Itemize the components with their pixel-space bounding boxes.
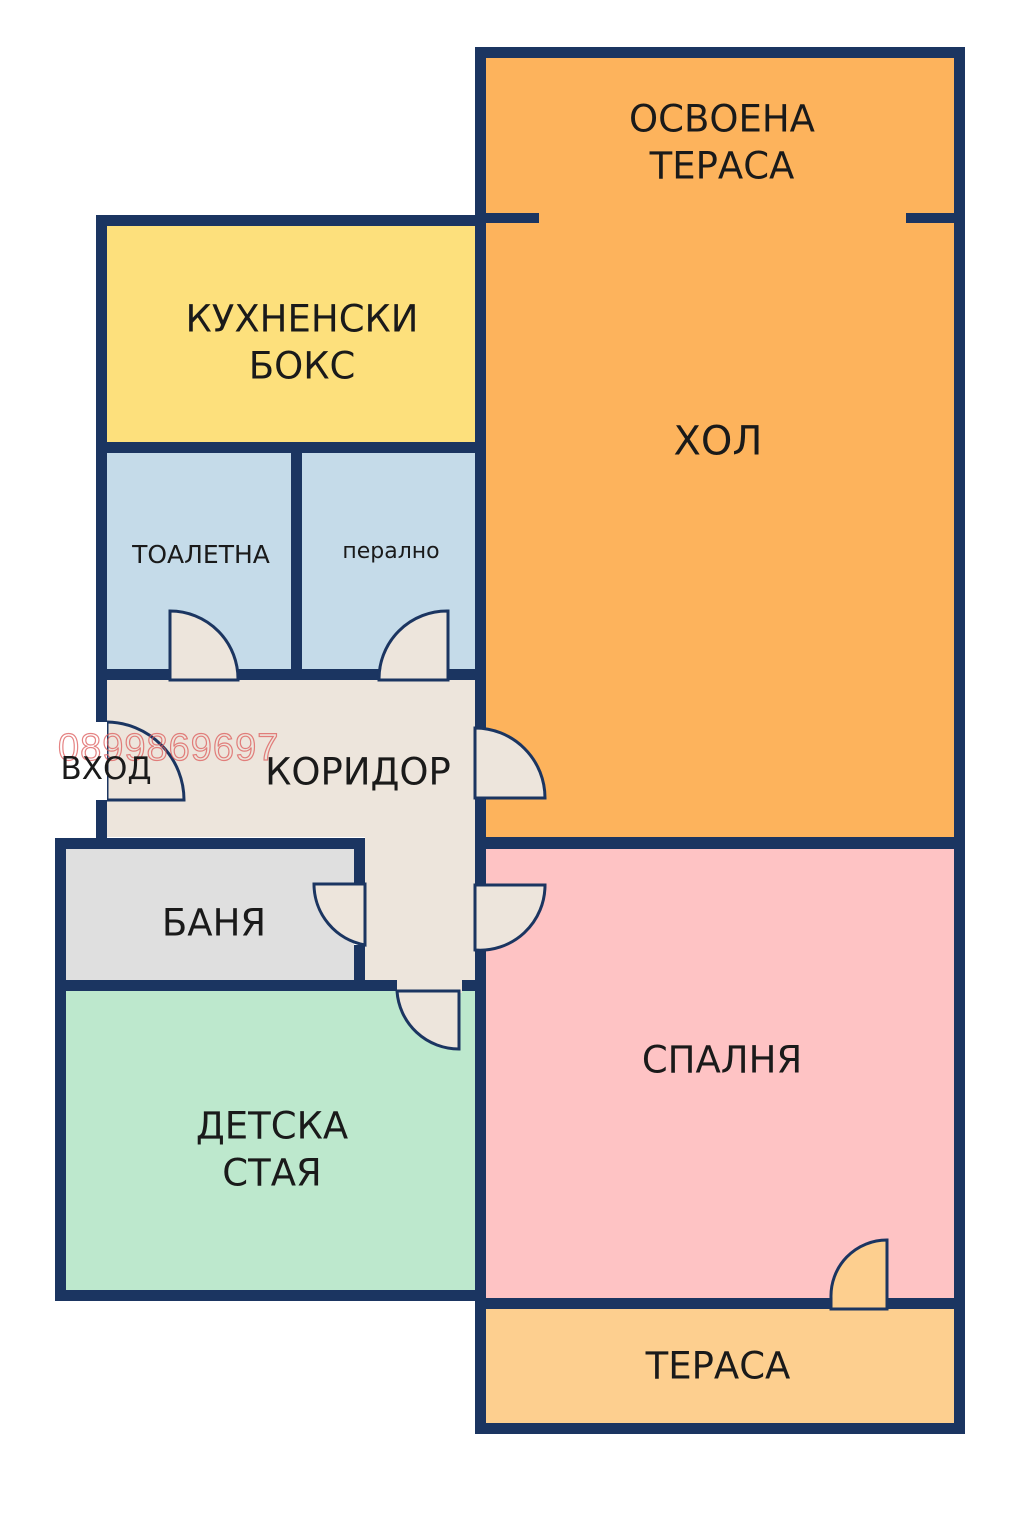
walls <box>55 47 965 1434</box>
corridor-lower-fill <box>365 837 476 980</box>
label-osvoena-terasa-line2: ТЕРАСА <box>649 145 795 188</box>
label-terrace: ТЕРАСА <box>645 1344 791 1388</box>
label-kids-room: ДЕТСКА СТАЯ <box>196 1103 348 1198</box>
label-kitchen-line2: БОКС <box>248 345 356 388</box>
label-osvoena-terasa-line1: ОСВОЕНА <box>629 97 815 141</box>
hol-fill <box>486 218 954 837</box>
label-osvoena-terasa: ОСВОЕНА ТЕРАСА <box>629 96 815 191</box>
label-kids-room-line1: ДЕТСКА <box>195 1104 349 1148</box>
terrace-fill <box>486 1309 954 1423</box>
label-kitchen: КУХНЕНСКИ БОКС <box>186 296 419 391</box>
kitchen-fill <box>107 226 476 442</box>
osvoena-terasa-fill <box>486 58 954 218</box>
label-kids-room-line2: СТАЯ <box>222 1152 322 1195</box>
label-toilet: ТОАЛЕТНА <box>132 540 270 569</box>
kids-room-fill <box>66 991 476 1290</box>
bedroom-fill <box>486 849 954 1298</box>
bath-fill <box>66 849 354 980</box>
watermark-phone: 0899869697 <box>57 726 280 769</box>
label-laundry: перално <box>342 538 440 564</box>
doors <box>96 609 889 1311</box>
label-hol: ХОЛ <box>673 418 763 465</box>
label-bath: БАНЯ <box>161 901 267 945</box>
label-entrance: ВХОД <box>60 751 152 788</box>
label-kitchen-line1: КУХНЕНСКИ <box>185 297 419 341</box>
label-bedroom: СПАЛНЯ <box>641 1038 803 1082</box>
label-corridor: КОРИДОР <box>265 750 451 794</box>
